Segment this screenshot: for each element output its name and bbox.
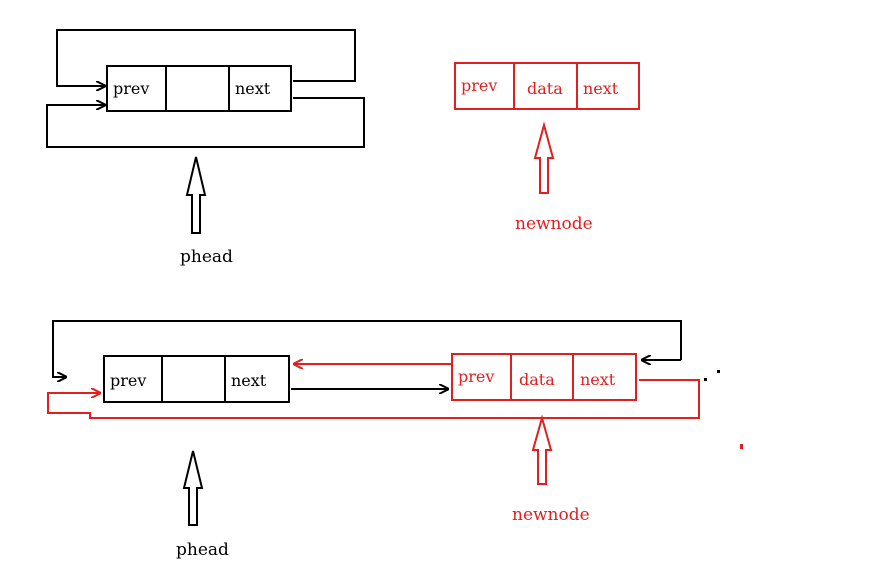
bottom-newnode-arrow	[531, 414, 553, 485]
top-next-to-prev-loop	[56, 29, 356, 86]
bottom-new-data-label: data	[519, 370, 555, 389]
top-head-prev-label: prev	[113, 79, 149, 98]
bottom-head-prev-label: prev	[110, 371, 146, 390]
bottom-head-next-label: next	[231, 371, 267, 390]
bottom-newnode-next-loop-arrow	[47, 379, 700, 419]
top-new-prev-label: prev	[461, 76, 497, 95]
bottom-phead-arrow	[182, 450, 204, 526]
bottom-new-node: prev data next	[451, 353, 637, 401]
top-prev-to-next-loop	[46, 97, 365, 148]
stray-dot-black	[717, 370, 720, 373]
top-head-node: prev next	[106, 65, 292, 112]
top-phead-label: phead	[180, 247, 233, 267]
bottom-new-prev-label: prev	[458, 367, 494, 386]
top-new-node: prev data next	[454, 62, 640, 110]
top-diagram: prev next phead prev data next newnode	[46, 29, 640, 267]
bottom-phead-label: phead	[176, 540, 229, 560]
stray-dot-black-2	[704, 378, 707, 381]
top-newnode-label: newnode	[515, 214, 593, 234]
bottom-head-node: prev next	[103, 355, 290, 403]
stray-dot-red	[740, 444, 743, 449]
top-new-data-label: data	[527, 79, 563, 98]
top-newnode-arrow	[533, 121, 555, 194]
bottom-diagram: prev next prev data next phead	[47, 320, 743, 560]
top-head-next-label: next	[235, 79, 271, 98]
top-phead-arrow	[185, 156, 207, 234]
bottom-new-next-label: next	[580, 370, 616, 389]
bottom-outer-loop-arrow	[52, 320, 682, 377]
top-new-next-label: next	[583, 79, 619, 98]
bottom-newnode-label: newnode	[512, 505, 590, 525]
